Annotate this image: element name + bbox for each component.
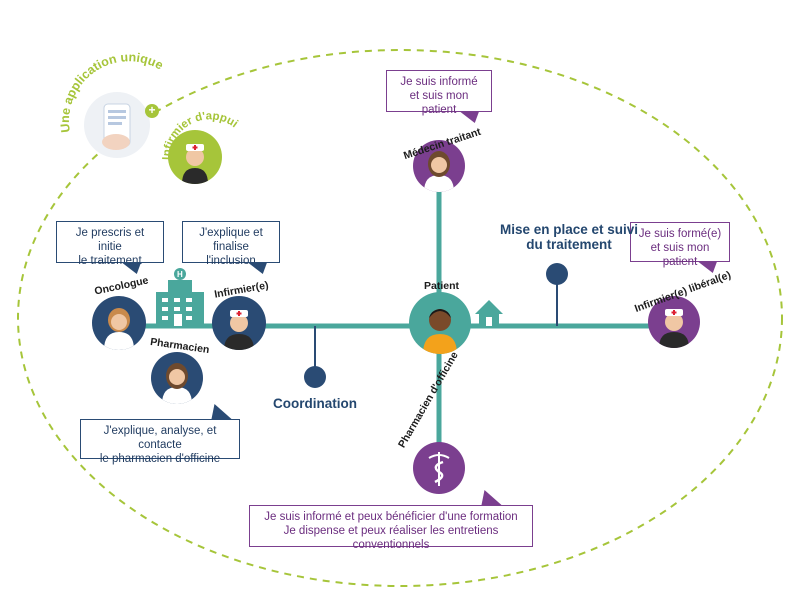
bubble-pharmacien-officine-line1: Je suis informé et peux bénéficier d'une… (264, 511, 518, 523)
label-mise-en-place-line2: du traitement (526, 237, 612, 252)
svg-text:H: H (177, 270, 183, 279)
coordination-dot (304, 366, 326, 388)
plus-icon: + (145, 104, 159, 118)
node-infirmier-liberal (648, 296, 700, 348)
bubble-pharmacien-officine-line2: Je dispense et peux réaliser les entreti… (283, 525, 499, 551)
nurse-avatar-icon (182, 144, 208, 184)
node-infirmier-appui (168, 130, 222, 184)
nurse-avatar-icon (224, 310, 254, 350)
bubble-infirmier-liberal-line1: Je suis formé(e) (638, 228, 722, 240)
bubble-pharmacien: J'explique, analyse, et contacte le phar… (80, 419, 240, 465)
bubble-oncologue-line1: Je prescris et initie (75, 227, 145, 253)
support-nurse-text: Infirmier d'appui (161, 110, 240, 160)
node-oncologue (92, 296, 146, 350)
support-nurse-title: Infirmier d'appui (161, 110, 240, 160)
smartphone-icon (102, 103, 131, 150)
node-pharmacien-officine (413, 442, 465, 494)
app-title: Une application unique (58, 50, 166, 133)
nurse-avatar-icon (659, 309, 689, 348)
node-pharmacien (151, 352, 203, 404)
node-patient (409, 292, 471, 354)
doctor-avatar-icon (104, 308, 134, 350)
label-mise-en-place: Mise en place et suivi du traitement (484, 222, 654, 252)
bubble-medecin-line1: Je suis informé (400, 76, 478, 88)
hospital-icon: H (156, 268, 204, 326)
bubble-pharmacien-line2: le pharmacien d'officine (99, 453, 221, 465)
label-mise-en-place-line1: Mise en place et suivi (499, 222, 639, 237)
node-infirmier (212, 296, 266, 350)
bubble-infirmier: J'explique et finalise l'inclusion (182, 221, 280, 267)
node-medecin (413, 140, 465, 192)
bubble-infirmier-liberal: Je suis formé(e) et suis mon patient (630, 222, 730, 268)
bubble-infirmier-line1: J'explique et (199, 227, 263, 239)
patient-avatar-icon (423, 309, 457, 354)
label-patient: Patient (424, 280, 460, 292)
bubble-infirmier-liberal-line2: et suis mon patient (650, 242, 710, 268)
bubble-oncologue: Je prescris et initie le traitement (56, 221, 164, 267)
bubble-medecin-line2: et suis mon patient (409, 90, 469, 116)
doctor-avatar-icon (424, 151, 454, 192)
app-phone-circle (84, 92, 150, 158)
label-coordination: Coordination (273, 396, 357, 411)
bubble-pharmacien-officine: Je suis informé et peux bénéficier d'une… (249, 505, 533, 551)
bubble-medecin: Je suis informé et suis mon patient (386, 70, 492, 116)
follow-up-dot (546, 263, 568, 285)
pharmacist-avatar-icon (162, 363, 192, 404)
bubble-infirmier-line2: finalise l'inclusion (206, 241, 256, 267)
bubble-pharmacien-line1: J'explique, analyse, et contacte (103, 425, 217, 451)
care-circle-dashed-ellipse (17, 49, 783, 587)
pharmacy-caduceus-icon (428, 452, 450, 486)
house-icon (475, 300, 503, 326)
svg-text:Infirmier d'appui: Infirmier d'appui (161, 110, 240, 160)
bubble-oncologue-line2: le traitement (78, 255, 142, 267)
